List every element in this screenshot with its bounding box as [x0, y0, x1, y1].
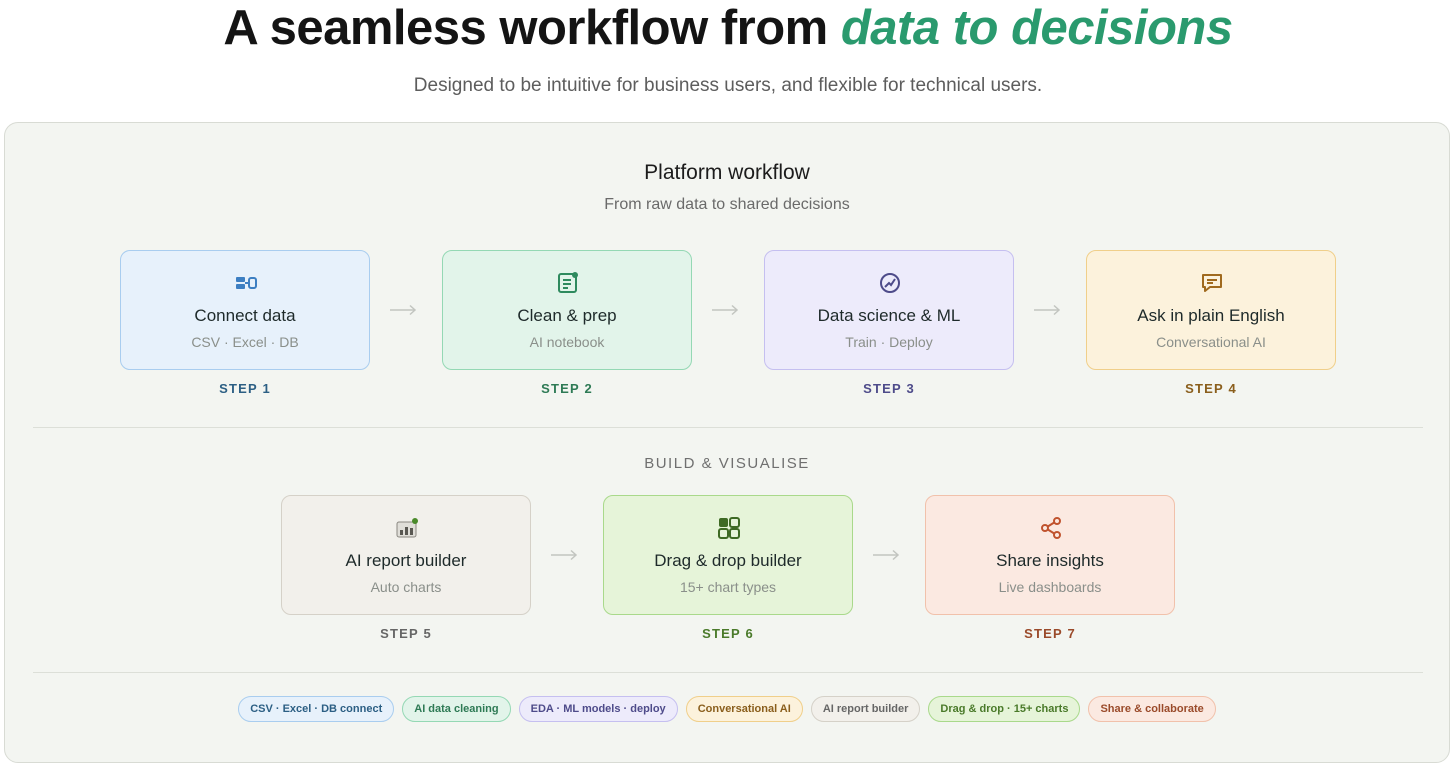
- step-number: STEP 7: [1024, 626, 1076, 641]
- step-number: STEP 5: [380, 626, 432, 641]
- arrow-right-icon: [873, 549, 900, 561]
- gauge-icon: [880, 273, 900, 293]
- step-subtitle: Live dashboards: [998, 579, 1102, 595]
- arrow-right-icon: [551, 549, 578, 561]
- step-title: Data science & ML: [817, 306, 961, 325]
- feature-chip[interactable]: AI report builder: [810, 696, 921, 722]
- step-number: STEP 4: [1185, 381, 1237, 396]
- step-number: STEP 3: [863, 381, 915, 396]
- database-connect-icon: [236, 277, 257, 289]
- step-card-connect-data[interactable]: Connect data CSV · Excel · DB: [120, 250, 370, 370]
- section-divider: [33, 672, 1423, 673]
- step-title: Ask in plain English: [1137, 306, 1285, 325]
- headline-prefix: A seamless workflow from: [223, 1, 841, 55]
- notebook-icon: [558, 272, 578, 293]
- feature-chip[interactable]: CSV · Excel · DB connect: [238, 696, 395, 722]
- step-number: STEP 2: [541, 381, 593, 396]
- step-title: Drag & drop builder: [654, 551, 802, 570]
- step-card-share-insights[interactable]: Share insights Live dashboards: [925, 495, 1175, 615]
- page-subtitle: Designed to be intuitive for business us…: [413, 75, 1043, 96]
- step-title: Clean & prep: [517, 306, 617, 325]
- page-headline: A seamless workflow from data to decisio…: [0, 0, 1456, 56]
- section-divider: [33, 427, 1423, 428]
- step-card-clean-prep[interactable]: Clean & prep AI notebook: [442, 250, 692, 370]
- step-subtitle: Train · Deploy: [845, 334, 933, 350]
- feature-chips: CSV · Excel · DB connect AI data cleanin…: [5, 696, 1449, 722]
- section-label: BUILD & VISUALISE: [644, 455, 810, 472]
- step-subtitle: 15+ chart types: [679, 579, 777, 595]
- arrow-right-icon: [712, 304, 739, 316]
- step-card-ask-plain-english[interactable]: Ask in plain English Conversational AI: [1086, 250, 1336, 370]
- step-title: Connect data: [194, 306, 296, 325]
- step-subtitle: CSV · Excel · DB: [191, 334, 299, 350]
- chat-icon: [1202, 274, 1222, 292]
- arrow-right-icon: [1034, 304, 1061, 316]
- grid-blocks-icon: [718, 517, 740, 539]
- headline-accent: data to decisions: [840, 1, 1233, 55]
- feature-chip[interactable]: EDA · ML models · deploy: [518, 696, 678, 722]
- step-title: AI report builder: [345, 551, 467, 570]
- share-icon: [1041, 517, 1061, 539]
- step-number: STEP 6: [702, 626, 754, 641]
- step-number: STEP 1: [219, 381, 271, 396]
- workflow-panel: Platform workflow From raw data to share…: [4, 122, 1450, 763]
- arrow-right-icon: [390, 304, 417, 316]
- step-card-ai-report-builder[interactable]: AI report builder Auto charts: [281, 495, 531, 615]
- step-subtitle: Auto charts: [370, 579, 442, 595]
- feature-chip[interactable]: Share & collaborate: [1088, 696, 1216, 722]
- bar-chart-icon: [396, 518, 418, 538]
- panel-subtitle: From raw data to shared decisions: [604, 196, 850, 213]
- panel-title: Platform workflow: [644, 161, 810, 184]
- step-card-drag-drop-builder[interactable]: Drag & drop builder 15+ chart types: [603, 495, 853, 615]
- step-subtitle: AI notebook: [529, 334, 605, 350]
- feature-chip[interactable]: Conversational AI: [685, 696, 803, 722]
- step-title: Share insights: [996, 551, 1104, 570]
- feature-chip[interactable]: AI data cleaning: [402, 696, 511, 722]
- step-card-data-science-ml[interactable]: Data science & ML Train · Deploy: [764, 250, 1014, 370]
- step-subtitle: Conversational AI: [1156, 334, 1266, 350]
- feature-chip[interactable]: Drag & drop · 15+ charts: [928, 696, 1081, 722]
